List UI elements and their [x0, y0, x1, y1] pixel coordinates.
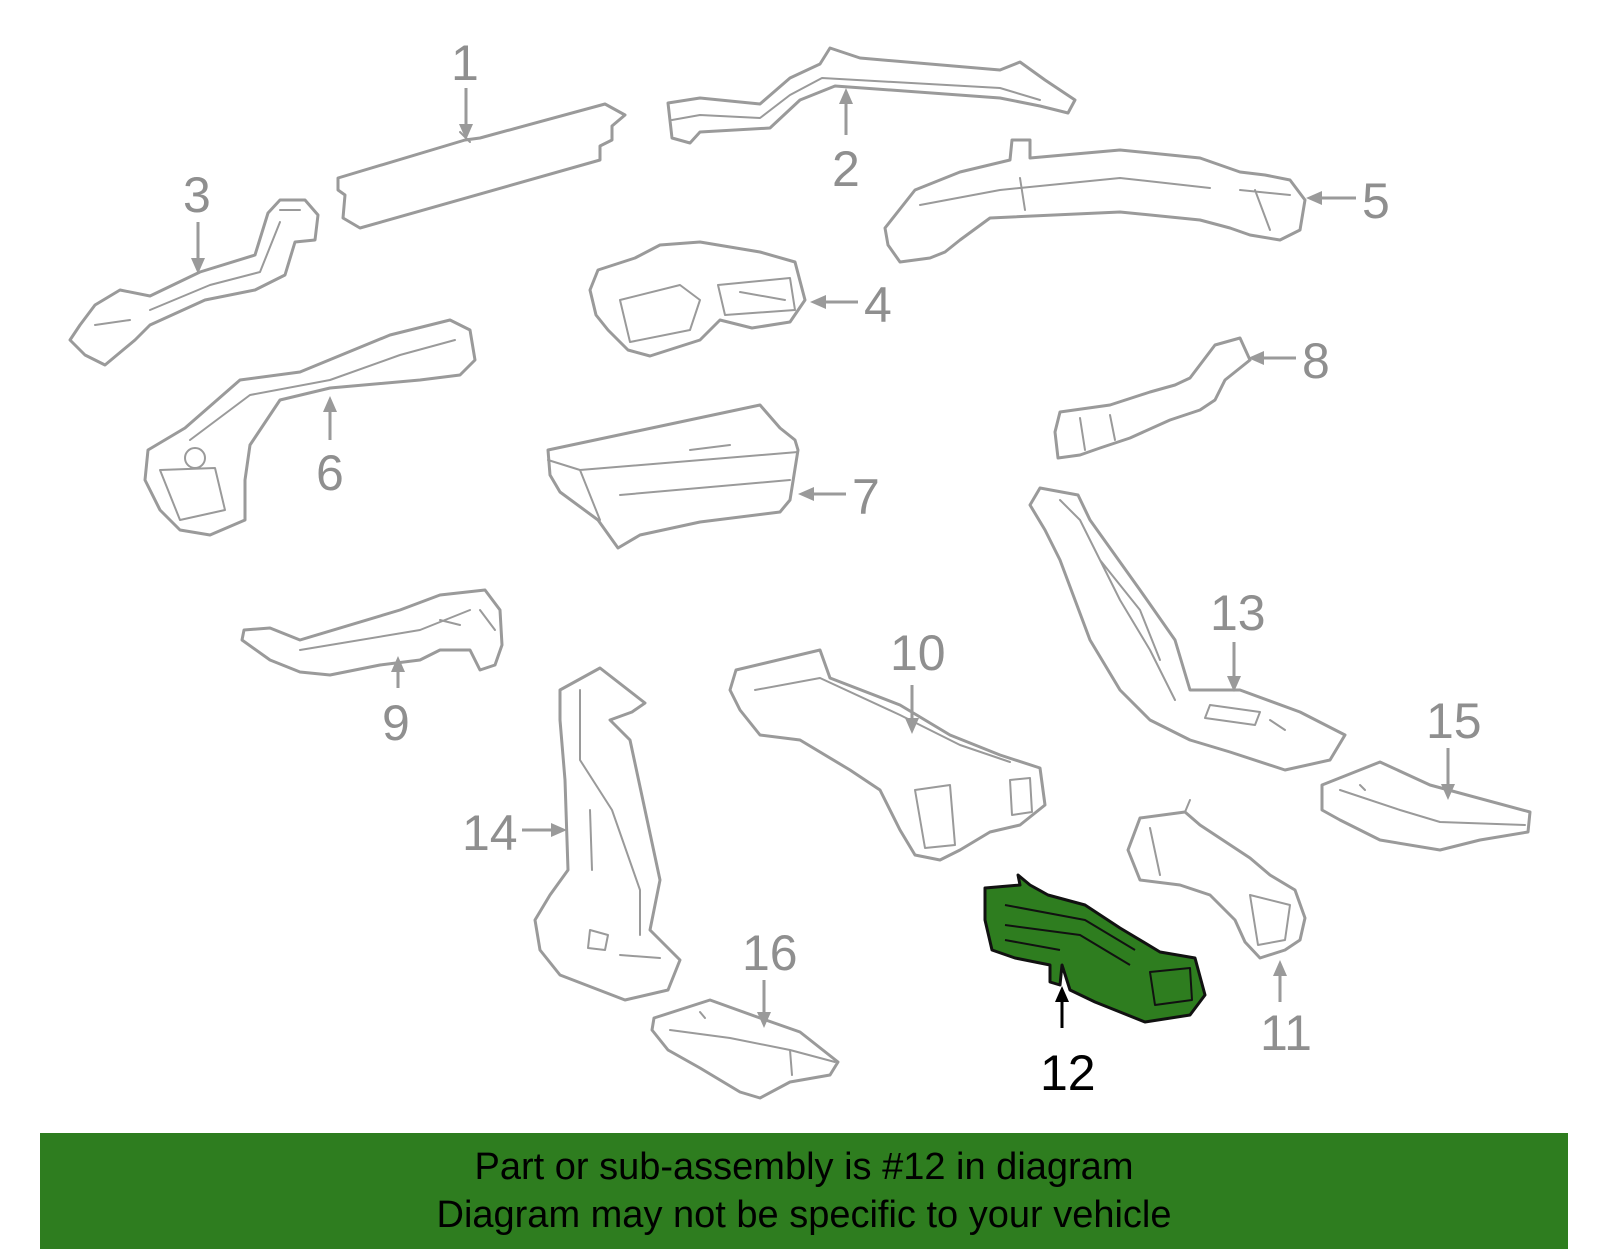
part-7[interactable] [546, 403, 800, 550]
banner-line-2: Diagram may not be specific to your vehi… [436, 1194, 1172, 1236]
part-5[interactable] [883, 138, 1307, 264]
callout-9: 9 [382, 656, 410, 751]
callout-label-2: 2 [832, 141, 860, 197]
callout-11: 11 [1260, 960, 1312, 1061]
callout-label-13: 13 [1210, 585, 1266, 641]
callout-13: 13 [1210, 585, 1266, 692]
callout-label-10: 10 [890, 625, 946, 681]
part-6[interactable] [143, 318, 477, 537]
callout-5: 5 [1306, 173, 1390, 229]
part-16[interactable] [650, 998, 840, 1100]
callout-label-7: 7 [852, 469, 880, 525]
part-14[interactable] [533, 666, 682, 1002]
part-12[interactable] [983, 873, 1207, 1024]
callout-10: 10 [890, 625, 946, 734]
callout-label-9: 9 [382, 695, 410, 751]
part-3[interactable] [68, 198, 320, 367]
part-13[interactable] [1028, 486, 1347, 772]
callout-label-11: 11 [1260, 1005, 1312, 1061]
part-11[interactable] [1126, 799, 1307, 960]
part-4[interactable] [588, 240, 807, 358]
part-10[interactable] [728, 648, 1047, 862]
callout-label-4: 4 [864, 277, 892, 333]
part-1[interactable] [336, 102, 627, 230]
callout-label-14: 14 [462, 805, 518, 861]
part-15[interactable] [1320, 760, 1532, 852]
callout-label-12: 12 [1040, 1045, 1096, 1101]
callout-3: 3 [183, 167, 211, 274]
banner-line-1: Part or sub-assembly is #12 in diagram [474, 1146, 1134, 1188]
callout-label-6: 6 [316, 445, 344, 501]
callout-label-1: 1 [451, 35, 479, 91]
callout-8: 8 [1248, 333, 1330, 389]
callout-15: 15 [1426, 693, 1482, 800]
callout-6: 6 [316, 396, 344, 501]
part-2[interactable] [666, 46, 1077, 145]
part-9[interactable] [240, 588, 504, 677]
callout-1: 1 [451, 35, 479, 140]
callout-7: 7 [798, 469, 880, 525]
callout-2: 2 [832, 88, 860, 197]
part-8[interactable] [1053, 336, 1252, 460]
info-banner: Part or sub-assembly is #12 in diagram D… [40, 1133, 1568, 1249]
callout-label-16: 16 [742, 925, 798, 981]
callout-12: 12 [1040, 986, 1096, 1101]
callout-label-8: 8 [1302, 333, 1330, 389]
callout-4: 4 [810, 277, 892, 333]
callout-16: 16 [742, 925, 798, 1028]
callout-label-5: 5 [1362, 173, 1390, 229]
callout-label-3: 3 [183, 167, 211, 223]
callout-14: 14 [462, 805, 567, 861]
callout-label-15: 15 [1426, 693, 1482, 749]
